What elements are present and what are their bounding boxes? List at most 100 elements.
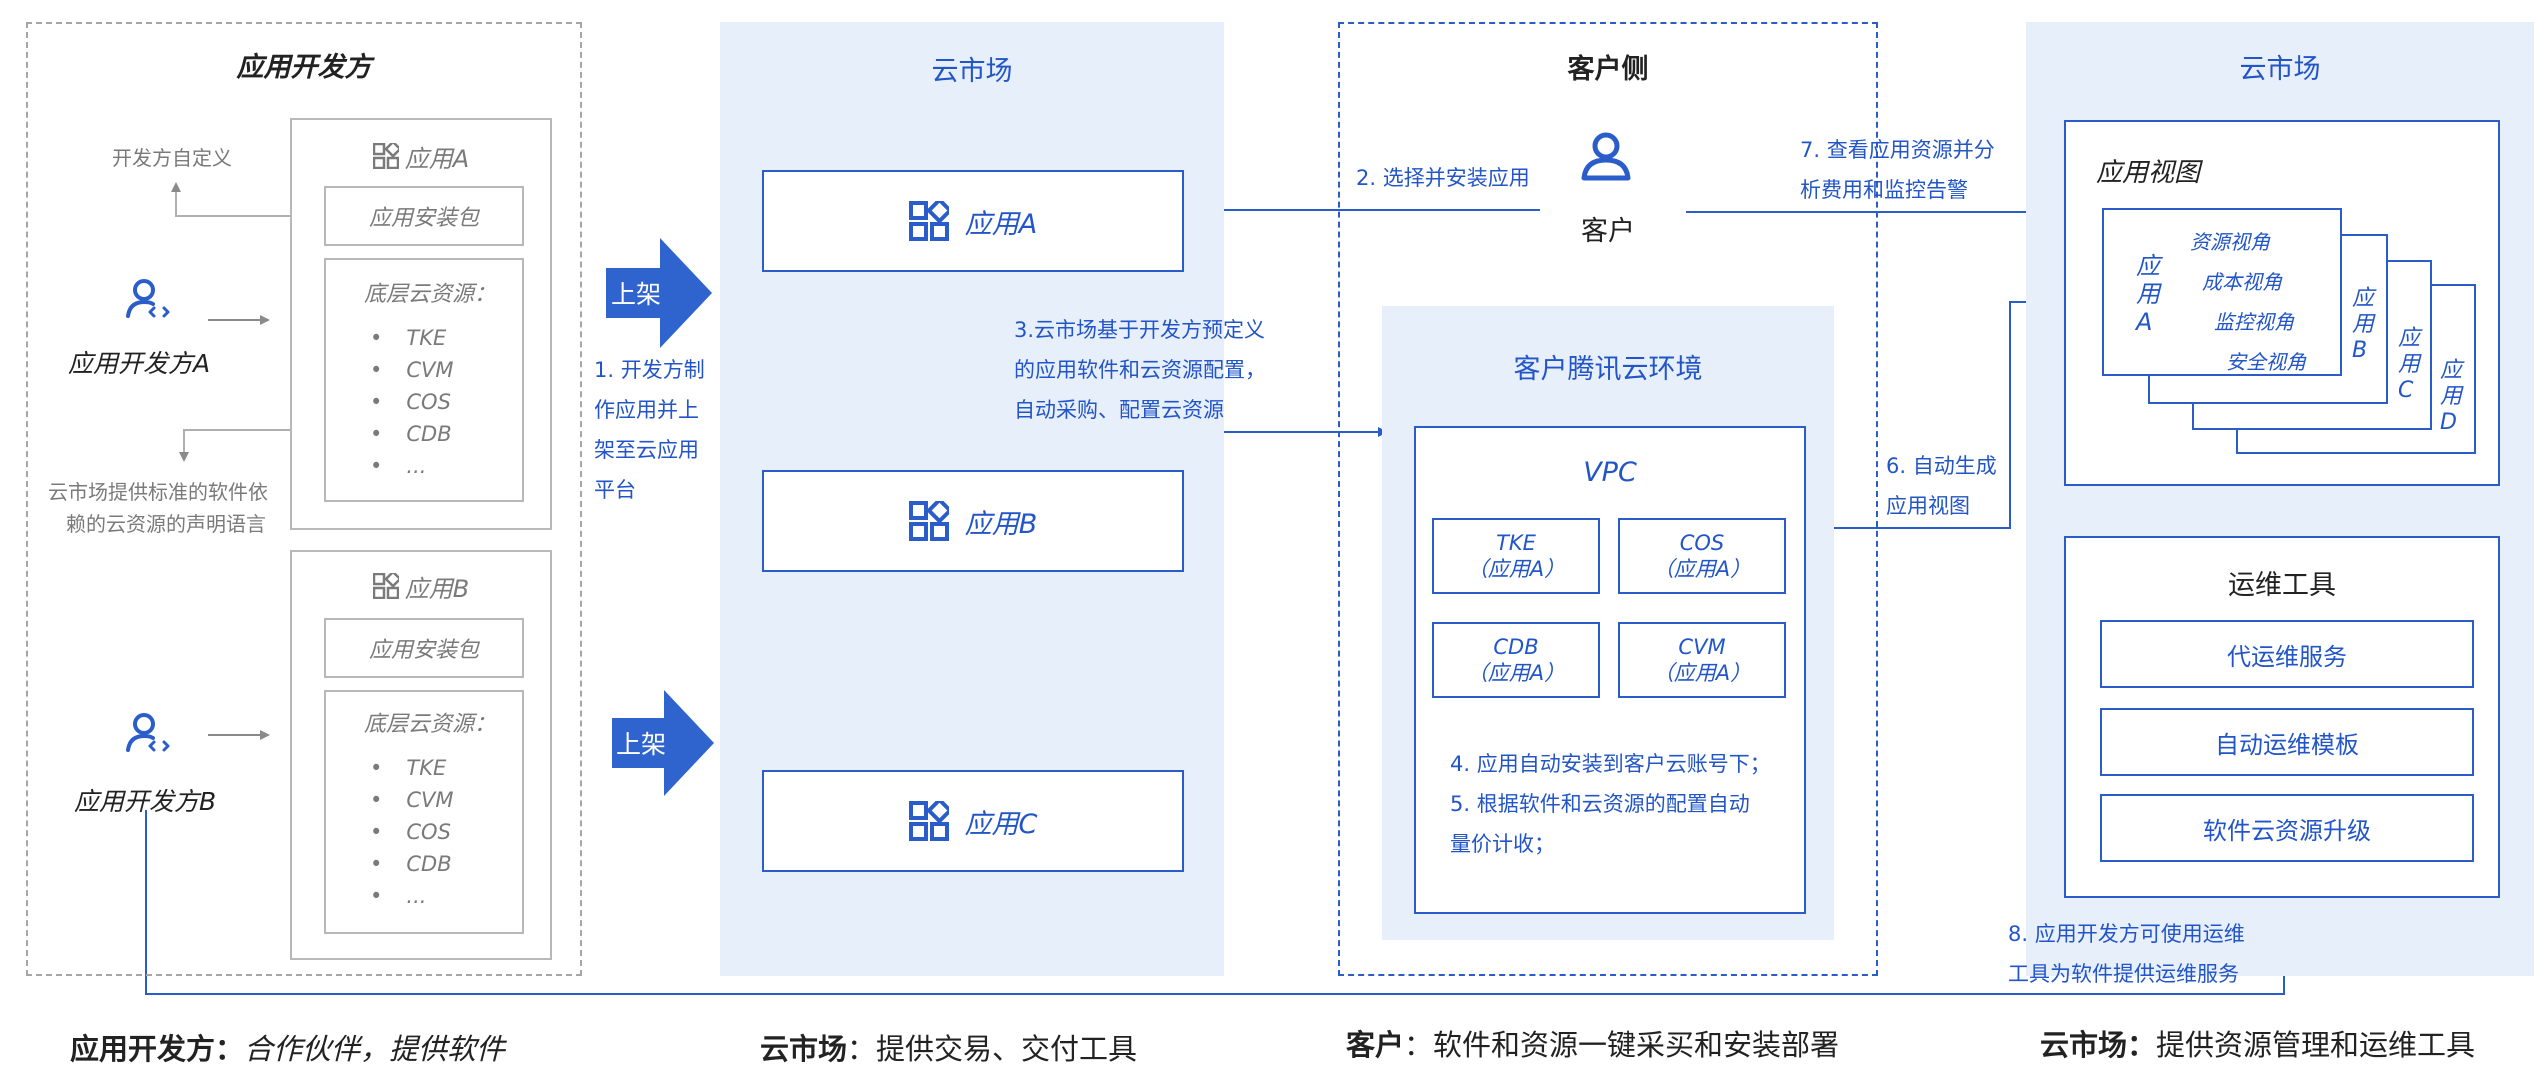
step3-line: 3.云市场基于开发方预定义 [1014,318,1266,342]
step6-note: 6. 自动生成 应用视图 [1886,446,1997,526]
developer-b-icon [120,706,176,762]
resource-item: •TKE [370,326,447,350]
vpc-item-tke[interactable]: TKE （应用A） [1432,518,1600,594]
app-view-card-a[interactable] [2102,208,2342,376]
app-grid-icon [908,201,949,241]
vpc-item-app: （应用A） [1652,661,1752,685]
app-view-title: 应用视图 [2096,158,2201,188]
market-app-a[interactable]: 应用A [762,170,1184,272]
perspective-item: 安全视角 [2226,350,2306,374]
step1-note: 1. 开发方制 作应用并上 架至云应用 平台 [594,350,705,510]
resource-item: •TKE [370,756,447,780]
publish-arrow-bottom: 上架 [612,690,714,796]
app-grid-icon [908,501,949,541]
resource-item: •COS [370,820,451,844]
dev-app-a-resources-title: 底层云资源： [364,282,497,307]
standard-note-arrow [179,429,322,462]
market-app-b[interactable]: 应用B [762,470,1184,572]
dev-app-b-package: 应用安装包 [324,618,524,678]
step1-line: 平台 [594,478,636,502]
developer-panel [26,22,582,976]
market-app-c[interactable]: 应用C [762,770,1184,872]
step7-line: 析费用和监控告警 [1800,178,1968,202]
developer-a-icon [120,272,176,328]
perspective-item: 监控视角 [2214,310,2294,334]
vpc-item-app: （应用A） [1466,557,1566,581]
step4-5-note: 4. 应用自动安装到客户云账号下； 5. 根据软件和云资源的配置自动 量价计收； [1450,744,1771,864]
vpc-item-name: COS [1679,531,1725,555]
app-view-card-c-label: 应用C [2398,326,2421,403]
developer-panel-title: 应用开发方 [236,51,372,83]
dev-app-a-resource-list: •TKE •CVM •COS •CDB •... [370,322,454,482]
dev-app-b-title: 应用B [290,566,552,606]
footer-customer-desc: ：软件和资源一键采买和安装部署 [1404,1028,1840,1062]
resource-item: •CDB [370,852,452,876]
step2-note: 2. 选择并安装应用 [1356,166,1530,190]
standard-note-line2: 赖的云资源的声明语言 [66,512,266,536]
resource-item: •CDB [370,422,452,446]
custom-note: 开发方自定义 [112,146,232,170]
dev-app-b-title-text: 应用B [404,574,470,603]
app-grid-icon [372,573,399,599]
perspective-item: 资源视角 [2190,230,2270,254]
publish-arrow-top: 上架 [606,238,712,348]
footer-customer-role: 客户 [1346,1028,1405,1062]
developer-b-label: 应用开发方B [74,787,217,816]
step6-line: 6. 自动生成 [1886,454,1997,478]
dev-app-a-title: 应用A [290,136,552,176]
vpc-title: VPC [1583,456,1637,488]
app-grid-icon [908,801,949,841]
footer-market-role: 云市场 [760,1032,848,1066]
standard-note: 云市场提供标准的软件依 赖的云资源的声明语言 [48,476,268,540]
right-market-title: 云市场 [2239,53,2321,85]
resource-item: •COS [370,390,451,414]
vpc-item-name: TKE [1496,531,1536,555]
vpc-item-name: CVM [1678,635,1726,659]
app-view-card-d-label: 应用D [2440,358,2463,435]
vpc-item-app: （应用A） [1652,557,1752,581]
app-view-card-a-label: 应用A [2136,252,2160,336]
footer-market2: 云市场：提供资源管理和运维工具 [2040,1022,2475,1064]
market-app-b-label: 应用B [964,508,1038,540]
step8-note: 8. 应用开发方可使用运维 工具为软件提供运维服务 [2008,914,2245,994]
dev-app-a-title-text: 应用A [404,144,470,173]
app-view-card-b-label: 应用B [2352,286,2375,363]
ops-item-auto-template[interactable]: 自动运维模板 [2100,708,2474,776]
footer-developer: 应用开发方：合作伙伴，提供软件 [70,1026,505,1068]
vpc-item-name: CDB [1493,635,1539,659]
step8-line: 工具为软件提供运维服务 [2008,962,2239,986]
step1-line: 架至云应用 [594,438,699,462]
dev-app-a-resources [324,258,524,502]
vpc-item-cos[interactable]: COS （应用A） [1618,518,1786,594]
footer-market2-role: 云市场： [2040,1028,2157,1062]
step1-line: 1. 开发方制 [594,358,705,382]
customer-label: 客户 [1581,215,1635,247]
step3-note: 3.云市场基于开发方预定义 的应用软件和云资源配置， 自动采购、配置云资源 [1014,310,1266,430]
ops-item-resource-upgrade[interactable]: 软件云资源升级 [2100,794,2474,862]
dev-app-b-resource-list: •TKE •CVM •COS •CDB •... [370,752,454,912]
perspective-item: 成本视角 [2202,270,2282,294]
customer-panel [1338,22,1878,976]
app-grid-icon [372,143,399,169]
step7-note: 7. 查看应用资源并分 析费用和监控告警 [1800,130,1995,210]
step3-line: 的应用软件和云资源配置， [1014,358,1266,382]
customer-env-title: 客户腾讯云环境 [1513,353,1703,385]
customer-panel-title: 客户侧 [1567,53,1649,85]
resource-item: •CVM [370,788,454,812]
step8-line: 8. 应用开发方可使用运维 [2008,922,2245,946]
vpc-item-app: （应用A） [1466,661,1566,685]
ops-item-managed-service[interactable]: 代运维服务 [2100,620,2474,688]
vpc-item-cvm[interactable]: CVM （应用A） [1618,622,1786,698]
standard-note-line1: 云市场提供标准的软件依 [48,480,268,504]
custom-note-arrow [171,182,322,217]
publish-label-bottom: 上架 [615,730,666,759]
perspective-list: 资源视角 成本视角 监控视角 安全视角 [2190,222,2306,382]
resource-item: •... [370,884,427,908]
dev-app-b-resources-title: 底层云资源： [364,712,497,737]
vpc-item-cdb[interactable]: CDB （应用A） [1432,622,1600,698]
footer-market: 云市场：提供交易、交付工具 [760,1026,1137,1068]
step1-line: 作应用并上 [594,398,699,422]
step4-line: 4. 应用自动安装到客户云账号下； [1450,752,1771,776]
customer-icon [1578,128,1634,184]
marketplace-panel-title: 云市场 [931,55,1013,87]
